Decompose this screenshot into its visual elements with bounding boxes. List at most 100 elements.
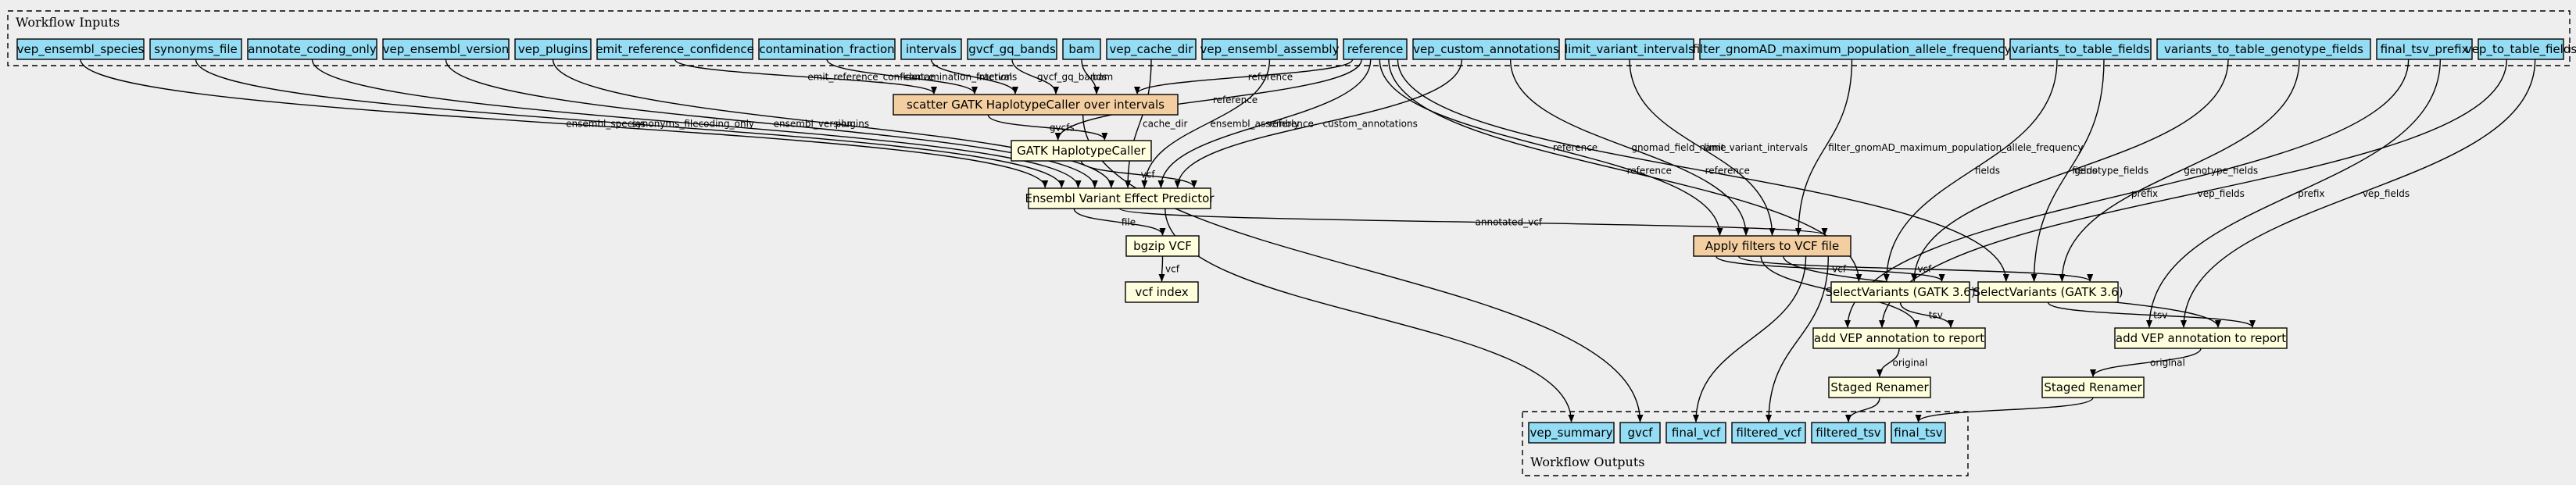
input-node-vep-to-table-fields: vep_to_table_fields (2465, 38, 2576, 60)
edge-label: reference (1248, 72, 1293, 83)
edge-bam-to-scatter-haplotype (1081, 59, 1100, 95)
edge-label: bam (1093, 72, 1114, 83)
input-node-vep-plugins: vep_plugins (514, 38, 592, 60)
edge-label: reference (1705, 166, 1750, 177)
workflow-inputs-cluster (7, 10, 2571, 66)
input-node-label: emit_reference_confidence (596, 42, 754, 57)
input-node-label: vep_ensembl_species (17, 42, 145, 57)
output-node-label: final_tsv (1894, 426, 1943, 440)
input-node-gvcf-gq-bands: gvcf_gq_bands (967, 38, 1057, 60)
output-node-label: filtered_vcf (1736, 426, 1801, 440)
output-node-gvcf: gvcf (1619, 422, 1661, 444)
edge-label: coding_only (699, 119, 755, 130)
edge-label: tsv (1929, 310, 1943, 321)
edge-vep-ensembl-species-to-vep (80, 59, 1049, 188)
edge-label: ensembl_species (566, 119, 646, 130)
edge-label: prefix (2298, 188, 2324, 199)
input-node-label: final_tsv_prefix (2381, 42, 2469, 57)
output-node-filtered-vcf: filtered_vcf (1731, 422, 1806, 444)
edge-apply-filters-to-filtered-vcf (1766, 255, 1829, 423)
input-node-intervals: intervals (900, 38, 962, 60)
edge-synonyms-file-to-vep (195, 59, 1065, 188)
edge-add-vep-1-to-staged-renamer-1 (1877, 348, 1900, 377)
workflow-inputs-label: Workflow Inputs (16, 15, 120, 30)
edge-bgzip-to-vcf-index (1158, 255, 1165, 282)
step-node-apply-filters: Apply filters to VCF file (1693, 235, 1852, 257)
edge-intervals-to-scatter-haplotype (930, 59, 1018, 95)
input-node-label: gvcf_gq_bands (968, 42, 1056, 57)
edge-apply-filters-to-select-variants-2 (1737, 255, 2093, 282)
step-node-select-variants-2: SelectVariants (GATK 3.6) (1973, 281, 2123, 303)
input-node-label: filter_gnomAD_maximum_population_allele_… (1693, 42, 2012, 57)
step-node-label: vcf index (1135, 285, 1188, 299)
input-node-label: vep_plugins (518, 42, 589, 57)
edge-label: reference (1213, 95, 1258, 105)
edge-gatk-haplotype-to-vep (1080, 160, 1197, 188)
step-node-select-variants-1: SelectVariants (GATK 3.6) (1825, 281, 1976, 303)
input-node-label: bam (1068, 42, 1094, 56)
step-node-label: Apply filters to VCF file (1705, 239, 1839, 253)
input-node-label: vep_custom_annotations (1413, 42, 1559, 57)
step-node-label: scatter GATK HaplotypeCaller over interv… (907, 98, 1165, 112)
input-node-bam: bam (1062, 38, 1101, 60)
input-node-label: vep_ensembl_assembly (1200, 42, 1340, 57)
edge-label: vep_fields (2198, 188, 2245, 199)
output-node-final-tsv: final_tsv (1891, 422, 1946, 444)
edge-emit-reference-confidence-to-scatter-haplotype (674, 59, 937, 95)
edge-gvcf-gq-bands-to-scatter-haplotype (1011, 59, 1059, 95)
edge-variants-to-table-genotype-fields-to-select-variants-2 (2059, 59, 2300, 282)
input-node-annotate-coding-only: annotate_coding_only (247, 38, 377, 60)
edge-label: contamination_fraction (904, 72, 1013, 83)
edge-vep-to-apply-filters (1118, 208, 1828, 236)
step-node-label: Staged Renamer (2044, 380, 2142, 394)
step-node-label: bgzip VCF (1133, 239, 1192, 253)
edge-vep-custom-annotations-to-apply-filters (1509, 59, 1749, 236)
step-node-vcf-index: vcf index (1125, 281, 1199, 303)
edge-label: limit_variant_intervals (1704, 142, 1808, 153)
step-node-scatter-haplotype: scatter GATK HaplotypeCaller over interv… (893, 94, 1179, 116)
edge-contamination-fraction-to-scatter-haplotype (826, 59, 978, 95)
input-node-label: limit_variant_intervals (1565, 42, 1694, 57)
edge-label: gvcfs (1050, 123, 1075, 134)
input-node-contamination-fraction: contamination_fraction (758, 38, 896, 60)
edge-staged-renamer-2-to-final-tsv (1915, 397, 2094, 423)
edge-label: ensembl_assembly (1210, 119, 1299, 130)
step-node-label: Ensembl Variant Effect Predictor (1025, 191, 1215, 205)
edge-label: reference (1553, 142, 1597, 153)
edge-label: genotype_fields (2074, 166, 2148, 177)
edge-label: original (1893, 358, 1928, 369)
edge-label: reference (1269, 119, 1314, 130)
input-node-vep-ensembl-assembly: vep_ensembl_assembly (1200, 38, 1340, 60)
step-node-gatk-haplotype: GATK HaplotypeCaller (1011, 140, 1152, 162)
edge-label: vep_fields (2363, 188, 2410, 199)
output-node-label: gvcf (1628, 426, 1654, 440)
edge-select-variants-2-to-add-vep-2 (2047, 301, 2256, 328)
edge-filter-gnomAD-maximum-population-allele-frequency-to-apply-filters (1795, 59, 1853, 236)
edge-variants-to-table-fields-to-select-variants-2 (2030, 59, 2105, 282)
edge-vep-to-bgzip (1073, 208, 1166, 236)
output-node-label: vep_summary (1530, 426, 1613, 440)
edge-reference-to-gatk-haplotype (1054, 59, 1362, 141)
input-node-label: vep_ensembl_version (383, 42, 510, 57)
input-node-label: annotate_coding_only (248, 42, 377, 57)
input-node-filter-gnomAD-maximum-population-allele-frequency: filter_gnomAD_maximum_population_allele_… (1693, 38, 2012, 60)
input-node-final-tsv-prefix: final_tsv_prefix (2376, 38, 2473, 60)
edge-label: genotype_fields (2184, 166, 2258, 177)
edge-annotate-coding-only-to-vep (311, 59, 1082, 188)
edge-label: prefix (2131, 188, 2158, 199)
edge-vep-to-table-fields-to-add-vep-1 (1879, 59, 2508, 328)
edge-label: vcf (1832, 264, 1847, 275)
step-node-label: add VEP annotation to report (2116, 331, 2286, 345)
step-node-label: Staged Renamer (1830, 380, 1929, 394)
edge-vep-to-vep-summary (1165, 208, 1575, 423)
edge-reference-to-vep (1157, 59, 1372, 188)
edge-label: ensembl_version (774, 119, 853, 130)
edge-label: filter_gnomAD_maximum_population_allele_… (1828, 142, 2083, 153)
input-node-vep-ensembl-species: vep_ensembl_species (16, 38, 145, 60)
input-node-label: variants_to_table_fields (2012, 42, 2150, 57)
input-node-label: variants_to_table_genotype_fields (2164, 42, 2363, 57)
edge-vep-custom-annotations-to-vep (1174, 59, 1463, 188)
edge-label: annotated_vcf (1476, 217, 1543, 228)
